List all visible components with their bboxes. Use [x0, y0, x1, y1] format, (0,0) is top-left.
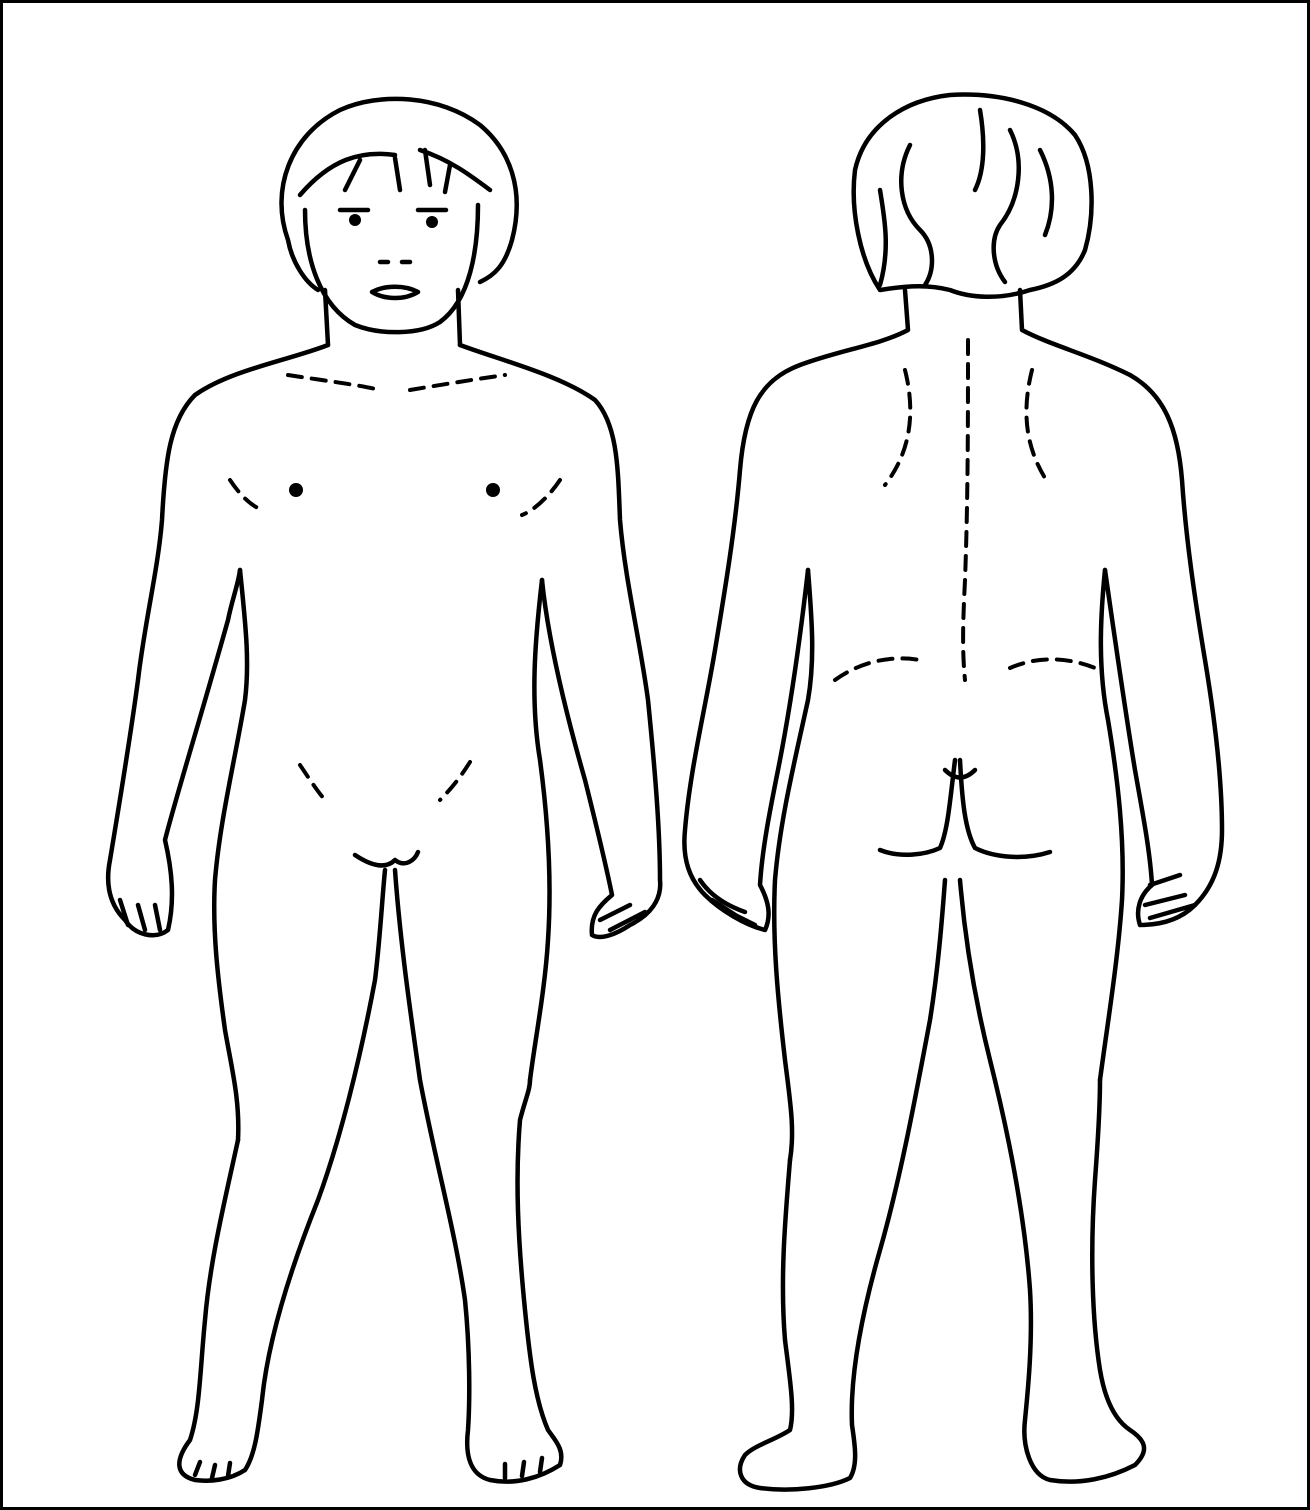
back-left-leg: [740, 880, 945, 1490]
front-crotch: [355, 852, 418, 865]
front-right-leg: [395, 870, 561, 1482]
back-torso-right: [1100, 570, 1123, 1080]
front-collarbone-guides: [288, 375, 505, 390]
front-groin-guides: [300, 762, 470, 800]
back-view-figure: [684, 95, 1222, 1490]
front-left-leg: [179, 870, 385, 1481]
front-right-eye: [426, 216, 438, 228]
front-chest-guides: [230, 480, 560, 515]
front-left-hand: [120, 900, 160, 930]
front-left-foot-toes: [195, 1462, 230, 1478]
front-left-nipple: [289, 483, 303, 497]
front-hair: [281, 99, 516, 290]
back-spine-guide: [963, 340, 968, 680]
front-face: [305, 205, 478, 332]
back-torso-left: [774, 570, 812, 1160]
front-mouth: [372, 287, 418, 298]
front-left-eye: [349, 214, 361, 226]
front-torso-right: [530, 580, 550, 1080]
front-right-hand: [600, 905, 645, 930]
back-hair-strands: [880, 110, 1052, 285]
front-hair-strands: [300, 150, 490, 195]
back-body-outline: [684, 290, 908, 930]
back-left-hand: [700, 880, 755, 925]
front-right-nipple: [486, 483, 500, 497]
front-view-figure: [108, 99, 660, 1482]
back-scapula-guides: [885, 370, 1045, 485]
back-hair: [854, 95, 1092, 297]
